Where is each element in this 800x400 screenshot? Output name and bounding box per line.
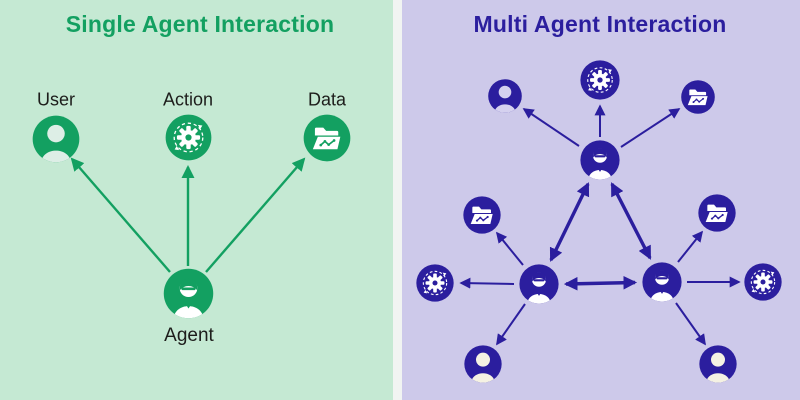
folder-top-right-icon [681, 80, 715, 114]
arrow-top-agent-to-user [522, 108, 580, 147]
user-bottom-left-icon [464, 345, 501, 384]
action-label: Action [162, 89, 214, 110]
user-top-left-icon [488, 79, 522, 114]
single-agent-panel: Single Agent Interaction User Action Dat… [0, 0, 400, 400]
arrow-agent-to-data [205, 157, 306, 273]
edge-left-right-agents [563, 275, 638, 291]
arrow-right-agent-to-user [675, 302, 706, 346]
user-label: User [36, 89, 76, 110]
edge-top-right-agents [610, 182, 652, 260]
edge-top-left-agents [549, 182, 590, 262]
right-panel-title: Multi Agent Interaction [473, 11, 727, 37]
user-icon [33, 116, 80, 164]
arrow-agent-to-user [70, 157, 171, 273]
gear-right-icon [743, 262, 783, 302]
left-panel-title: Single Agent Interaction [65, 11, 335, 37]
agent-label: Agent [164, 325, 214, 346]
agent-top-icon [580, 140, 619, 181]
multi-agent-panel: Multi Agent Interaction [400, 0, 800, 400]
action-gear-icon [164, 113, 213, 162]
arrow-left-agent-to-folder [495, 231, 524, 266]
panel-divider [393, 0, 402, 400]
agent-icon [164, 269, 213, 320]
folder-right-icon [698, 194, 736, 232]
data-folder-icon [303, 114, 351, 162]
folder-left-icon [463, 196, 501, 234]
gear-left-icon [415, 263, 455, 303]
agent-left-icon [519, 264, 558, 305]
user-bottom-right-icon [699, 345, 736, 384]
agent-right-icon [642, 262, 681, 303]
gear-top-icon [579, 59, 621, 101]
data-label: Data [307, 89, 347, 110]
arrow-left-agent-to-user [496, 303, 526, 346]
arrow-top-agent-to-folder [620, 108, 681, 148]
arrow-right-agent-to-folder [677, 230, 704, 263]
arrow-left-agent-to-gear [459, 277, 515, 289]
